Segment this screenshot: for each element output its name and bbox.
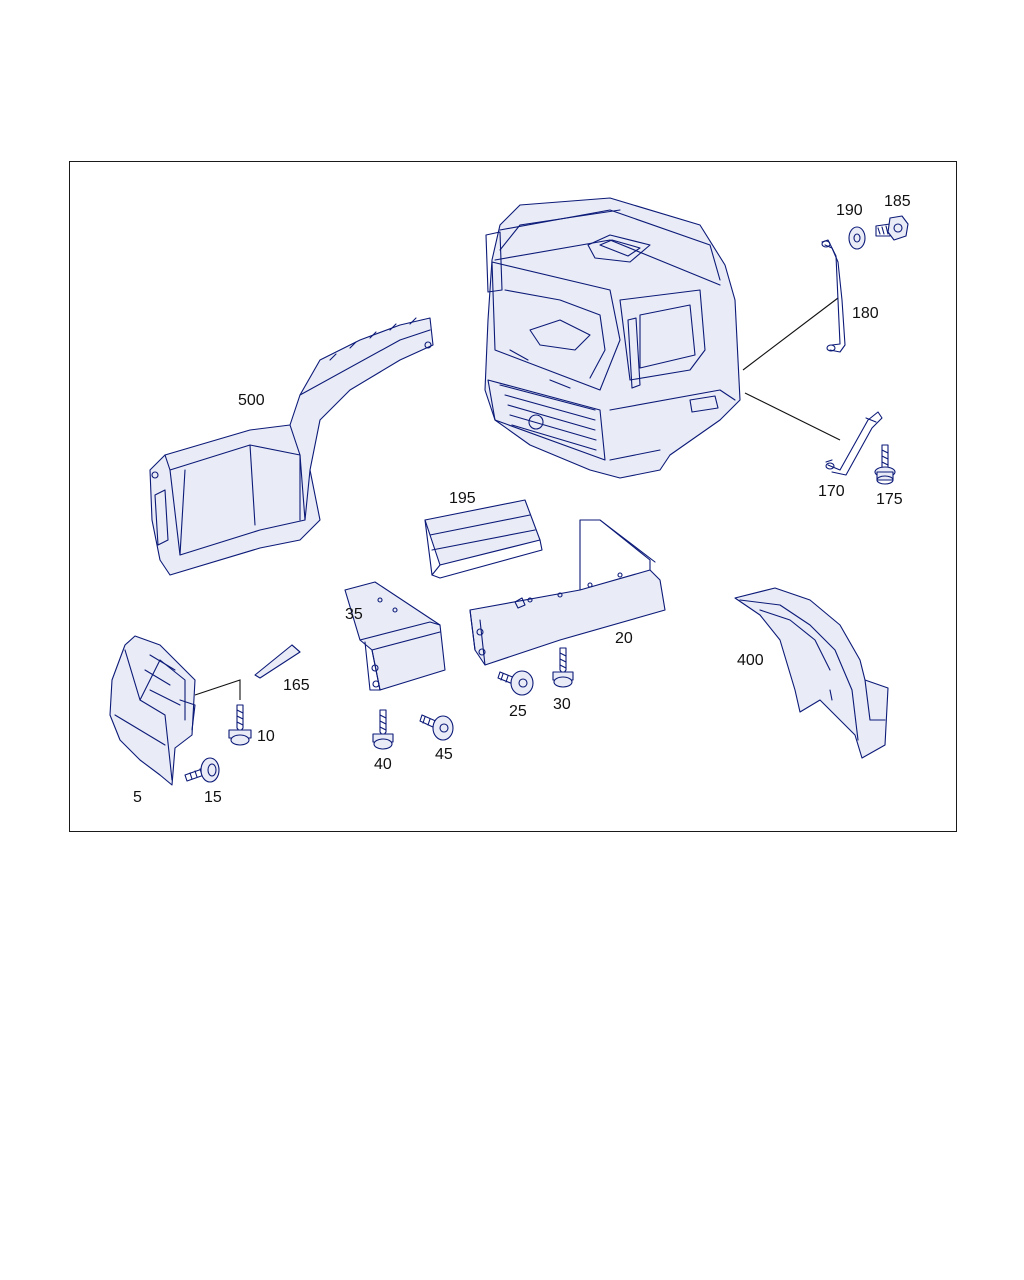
part-195-panel[interactable] [424,499,543,579]
part-10-screw[interactable] [228,704,252,746]
label-5: 5 [133,789,142,806]
part-175-bolt[interactable] [874,444,896,485]
part-20-trim[interactable] [469,519,666,666]
leader-5 [194,679,241,700]
label-500: 500 [238,392,265,409]
truck-cab [484,197,741,479]
label-400: 400 [737,652,764,669]
leader-180 [742,297,839,371]
part-15-screw[interactable] [184,757,220,783]
part-185-bolt[interactable] [875,215,909,241]
label-25: 25 [509,703,527,720]
label-165: 165 [283,677,310,694]
part-500-bracket[interactable] [149,317,434,576]
label-45: 45 [435,746,453,763]
label-10: 10 [257,728,275,745]
label-175: 175 [876,491,903,508]
label-40: 40 [374,756,392,773]
leader-170 [744,392,841,441]
label-15: 15 [204,789,222,806]
part-30-screw[interactable] [552,647,574,688]
label-20: 20 [615,630,633,647]
label-170: 170 [818,483,845,500]
part-400-liner[interactable] [734,587,889,759]
part-5-guard[interactable] [109,635,196,786]
diagram-frame [69,161,957,832]
label-190: 190 [836,202,863,219]
label-180: 180 [852,305,879,322]
part-165-wedge[interactable] [254,644,301,679]
part-180-handle[interactable] [821,239,846,353]
label-185: 185 [884,193,911,210]
part-35-trim[interactable] [344,581,446,691]
part-190-washer[interactable] [848,226,866,250]
part-40-screw[interactable] [372,709,394,750]
part-25-screw[interactable] [497,670,534,696]
part-170-handle[interactable] [825,411,883,476]
part-45-screw[interactable] [419,714,454,741]
label-195: 195 [449,490,476,507]
label-35: 35 [345,606,363,623]
label-30: 30 [553,696,571,713]
